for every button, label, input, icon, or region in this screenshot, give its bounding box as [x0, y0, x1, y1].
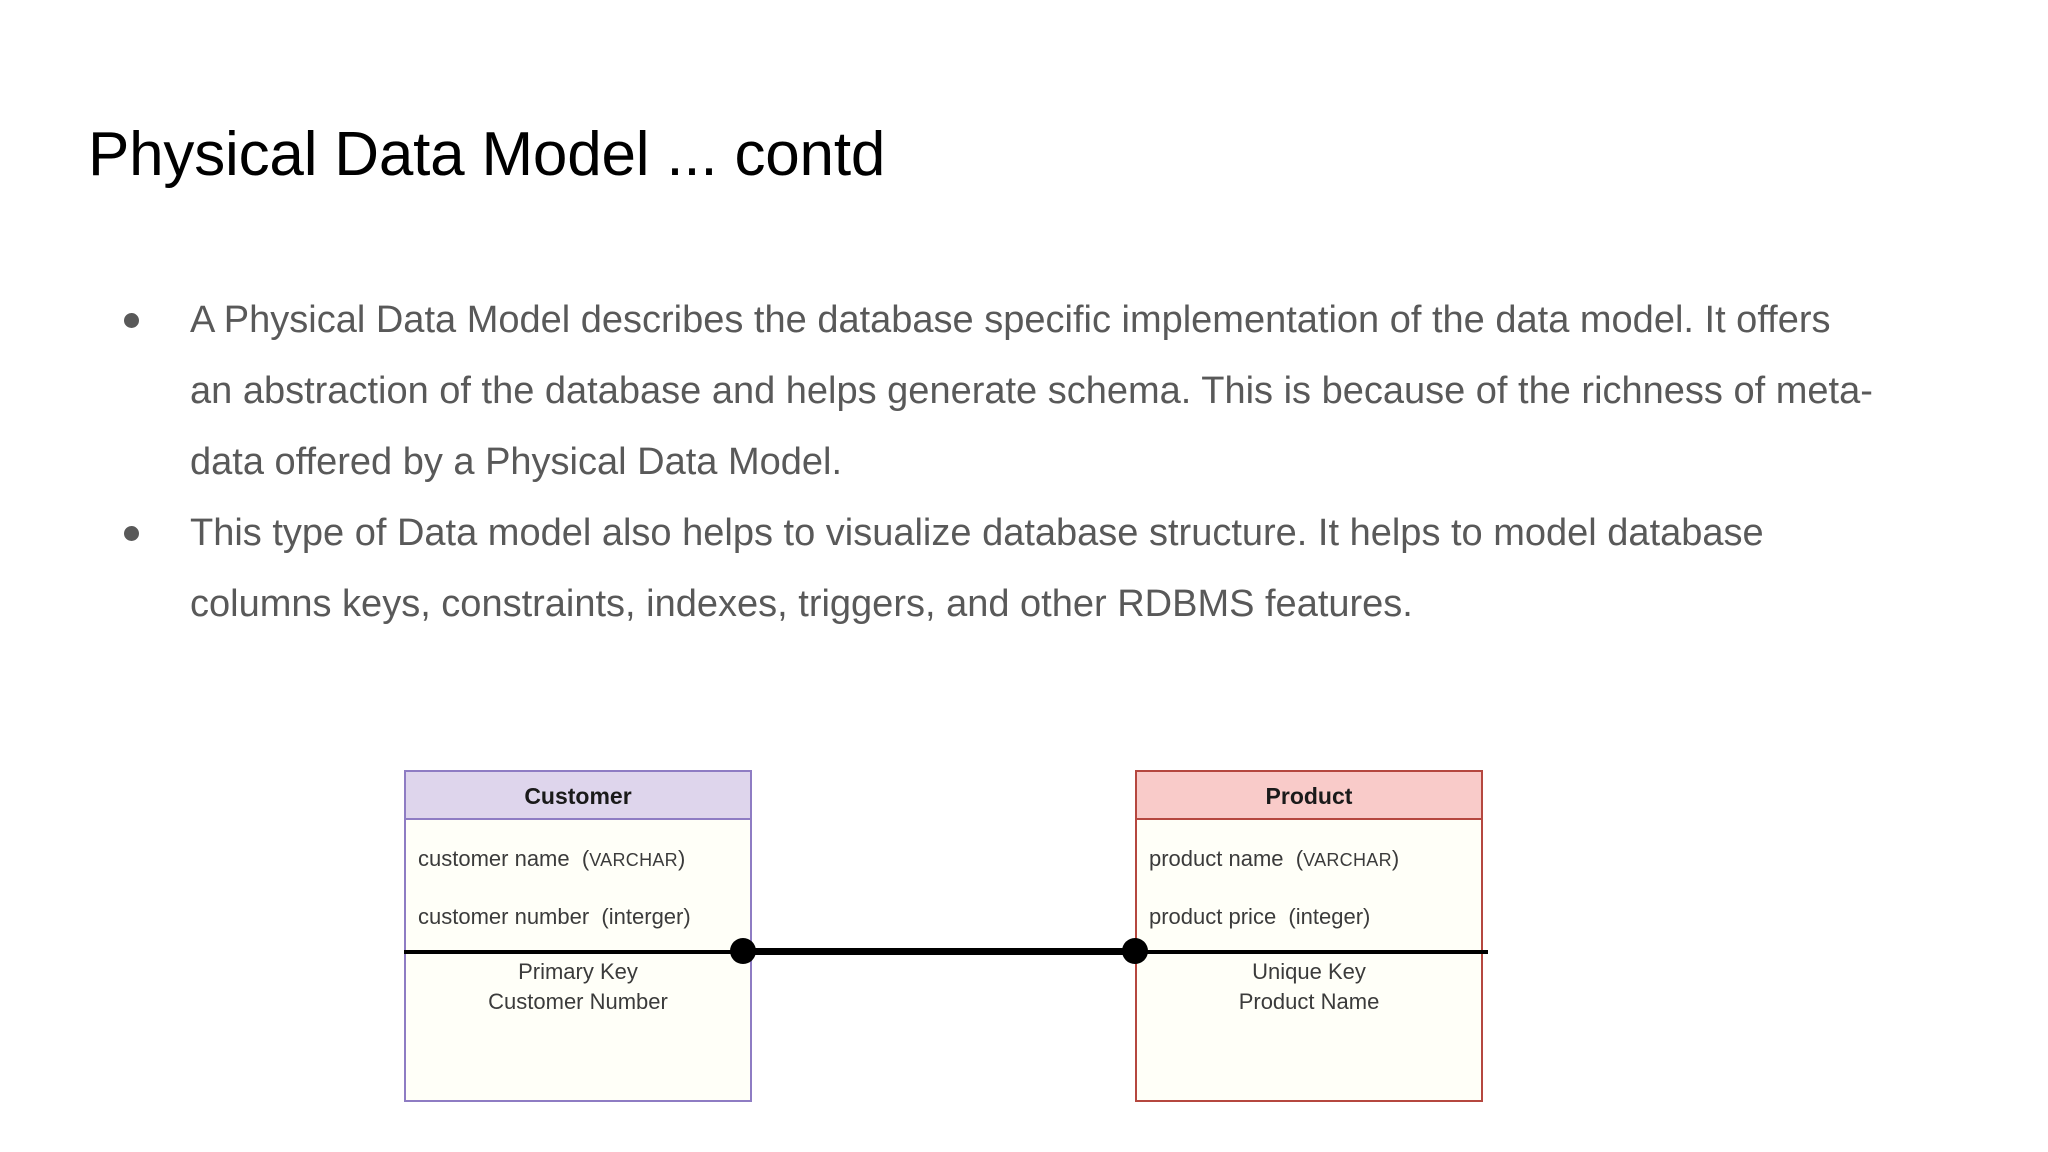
- er-key-label: Primary Key: [518, 959, 638, 984]
- er-field-type: integer: [1295, 904, 1364, 929]
- bullet-text: This type of Data model also helps to vi…: [190, 512, 1764, 625]
- er-relationship-endpoint-left-icon: [730, 938, 756, 964]
- list-item: This type of Data model also helps to vi…: [108, 498, 1988, 640]
- bullet-list: A Physical Data Model describes the data…: [108, 285, 1988, 640]
- er-field-type: VARCHAR: [589, 850, 678, 870]
- bullet-text: A Physical Data Model describes the data…: [190, 299, 1873, 483]
- bullet-dot-icon: [124, 313, 139, 328]
- er-field-row: product price (integer): [1137, 904, 1481, 930]
- er-key-block: Unique Key Product Name: [1137, 957, 1481, 1017]
- er-key-value: Product Name: [1238, 989, 1380, 1014]
- er-field-row: product name (VARCHAR): [1137, 846, 1481, 872]
- er-entity-customer: Customer customer name (VARCHAR) custome…: [404, 770, 752, 1102]
- er-key-value: Customer Number: [488, 989, 668, 1014]
- er-field-type-paren-close: ): [677, 846, 686, 871]
- er-entity-header-product: Product: [1137, 772, 1481, 820]
- er-field-type-paren-close: ): [1363, 904, 1371, 929]
- er-field-label: customer number: [418, 904, 590, 929]
- er-field-row: customer name (VARCHAR): [406, 846, 750, 872]
- er-field-type-paren: (: [575, 846, 590, 871]
- er-field-type-paren: (: [1289, 846, 1304, 871]
- list-item: A Physical Data Model describes the data…: [108, 285, 1988, 498]
- er-field-type: interger: [608, 904, 684, 929]
- page-title: Physical Data Model ... contd: [88, 120, 886, 189]
- er-field-label: customer name: [418, 846, 570, 871]
- er-field-label: product name: [1149, 846, 1284, 871]
- er-entity-header-customer: Customer: [406, 772, 750, 820]
- bullet-dot-icon: [124, 526, 139, 541]
- er-field-type-paren-close: ): [1391, 846, 1400, 871]
- er-field-row: customer number (interger): [406, 904, 750, 930]
- er-relationship-line: [743, 948, 1135, 955]
- er-relationship-endpoint-right-icon: [1122, 938, 1148, 964]
- er-entity-product: Product product name (VARCHAR) product p…: [1135, 770, 1483, 1102]
- er-key-block: Primary Key Customer Number: [406, 957, 750, 1017]
- er-field-label: product price: [1149, 904, 1277, 929]
- er-field-type: VARCHAR: [1303, 850, 1392, 870]
- er-field-type-paren: (: [595, 904, 609, 929]
- er-key-label: Unique Key: [1252, 959, 1366, 984]
- er-field-type-paren-close: ): [683, 904, 691, 929]
- er-field-type-paren: (: [1282, 904, 1296, 929]
